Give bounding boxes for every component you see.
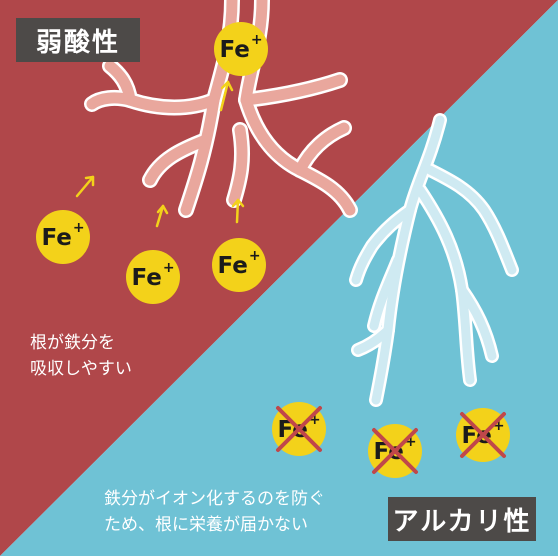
acid-label: 弱酸性 (16, 18, 140, 62)
arrow-icon (231, 198, 245, 224)
arrow-icon (155, 204, 169, 228)
iron-ion-blocked: Fe+ (368, 424, 422, 478)
iron-ion-blocked: Fe+ (456, 408, 510, 462)
alkaline-caption-line: ため、根に栄養が届かない (104, 515, 308, 535)
withered-root-icon (349, 113, 519, 407)
ion-charge: + (404, 434, 417, 450)
ion-charge: + (72, 220, 85, 236)
ion-symbol: Fe (219, 37, 250, 63)
alkaline-caption-line: 鉄分がイオン化するのを防ぐ (104, 489, 325, 509)
ion-symbol: Fe (217, 253, 248, 279)
ion-symbol: Fe (41, 225, 72, 251)
arrows (75, 80, 245, 228)
ion-charge: + (250, 32, 263, 48)
iron-ion-blocked: Fe+ (272, 402, 326, 456)
acid-caption-line: 吸収しやすい (30, 359, 132, 379)
ion-charge: + (162, 260, 175, 276)
acid-caption-line: 根が鉄分を (30, 333, 115, 353)
iron-ion: Fe+ (212, 238, 266, 292)
iron-ion-absorbed: Fe+ (214, 22, 268, 76)
ion-charge: + (308, 412, 321, 428)
iron-ion: Fe+ (36, 210, 90, 264)
ion-charge: + (492, 418, 505, 434)
alkaline-caption: 鉄分がイオン化するのを防ぐ ため、根に栄養が届かない (104, 486, 404, 538)
alkaline-label: アルカリ性 (388, 497, 536, 541)
ion-charge: + (248, 248, 261, 264)
cross-icon (372, 428, 418, 474)
cross-icon (276, 406, 322, 452)
ion-symbol: Fe (131, 265, 162, 291)
iron-ion: Fe+ (126, 250, 180, 304)
acid-caption: 根が鉄分を 吸収しやすい (30, 330, 210, 382)
cross-icon (460, 412, 506, 458)
arrow-icon (75, 175, 95, 198)
arrow-icon (219, 80, 234, 112)
